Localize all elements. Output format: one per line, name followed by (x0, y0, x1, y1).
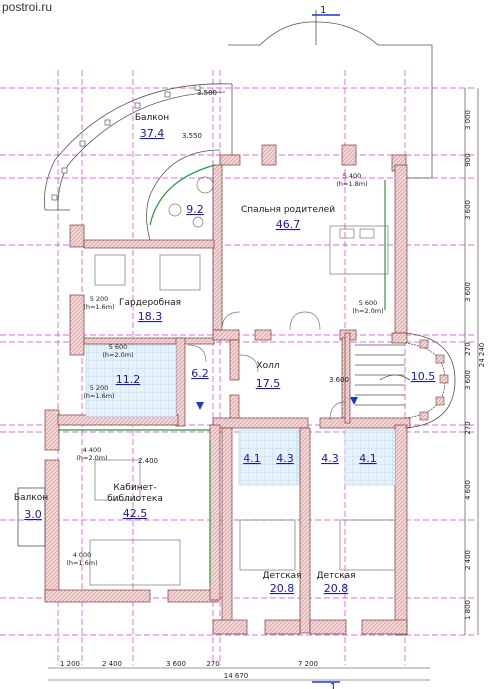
room-name: Балкон (14, 493, 48, 503)
inner-dimension: 3.550 (182, 132, 202, 140)
window-accents (58, 164, 386, 585)
height-value: (h=2.0m) (102, 351, 133, 359)
blue-arrows (196, 397, 358, 410)
height-size: 4 400 (83, 446, 102, 454)
right-dimension: 3 600 (464, 282, 472, 302)
right-dimension: 2 400 (464, 550, 472, 570)
height-size: 5 200 (90, 295, 109, 303)
bottom-dimension: 270 (206, 660, 219, 668)
room-area: 11.2 (116, 373, 141, 386)
room-name: Балкон (135, 113, 169, 123)
balcony-curve (44, 83, 233, 241)
room-name: Кабинет- (113, 483, 156, 493)
room-name: Холл (256, 361, 279, 371)
height-value: (h=1.6m) (83, 392, 114, 400)
right-dimension: 270 (464, 421, 472, 434)
small-balcony (17, 487, 46, 547)
right-dimension: 1 800 (464, 600, 472, 620)
height-size: 5 200 (90, 384, 109, 392)
inner-dimension: 3.500 (197, 89, 217, 97)
total-width: 14 670 (224, 672, 249, 680)
bottom-dimension: 2 400 (102, 660, 122, 668)
stair-posts (419, 339, 449, 421)
room-area: 10.5 (411, 370, 436, 383)
cabinet-line2: библиотека (107, 494, 163, 504)
bottom-dimension: 3 600 (166, 660, 186, 668)
room-area: 4.1 (243, 452, 261, 465)
dimension-lines (48, 88, 479, 681)
section-markers (312, 14, 340, 683)
height-value: (h=2.0m) (352, 307, 383, 315)
room-name: Детская (262, 571, 301, 581)
right-dimension: 900 (464, 153, 472, 166)
height-notes: 5 400(h=1.8m)5 200(h=1.6m)5 600(h=2.0m)5… (66, 172, 383, 567)
right-dimension: 4 600 (464, 480, 472, 500)
right-dimension: 3 600 (464, 200, 472, 220)
height-size: 5 400 (343, 172, 362, 180)
height-size: 5 600 (109, 343, 128, 351)
total-height: 24 240 (478, 343, 486, 368)
room-name: Детская (316, 571, 355, 581)
balcony-posts (51, 84, 201, 201)
room-area: 6.2 (191, 367, 209, 380)
height-value: (h=1.8m) (336, 180, 367, 188)
room-labels: Балкон 37.4 9.2 Спальня родителей 46.7Гардер… (14, 113, 435, 595)
room-area: 3.0 (24, 508, 42, 521)
furniture (89, 176, 396, 586)
room-area: 4.3 (321, 452, 339, 465)
inner-dimension: 3.600 (329, 376, 349, 384)
room-area: 46.7 (276, 218, 301, 231)
bottom-dimension: 1 200 (60, 660, 80, 668)
doors (187, 311, 346, 421)
room-area: 4.1 (359, 452, 377, 465)
room-area: 20.8 (270, 582, 295, 595)
bay-window-outline (228, 10, 433, 179)
spiral-stair (355, 332, 456, 429)
height-value: (h=1.6m) (83, 303, 114, 311)
section-label-top: 1 (320, 5, 326, 16)
room-area: 18.3 (138, 310, 163, 323)
room-area: 4.3 (276, 452, 294, 465)
room-area: 20.8 (324, 582, 349, 595)
walls (44, 144, 411, 636)
inner-dimension: 2.400 (138, 457, 158, 465)
bottom-dimension: 7 200 (298, 660, 318, 668)
room-area: 42.5 (123, 507, 148, 520)
height-size: 5 600 (359, 299, 378, 307)
room-area: 37.4 (140, 127, 165, 140)
room-name: Спальня родителей (241, 205, 335, 215)
height-value: (h=2.0m) (76, 454, 107, 462)
inner-dims: 3.500 3.550 3.600 2.400 (138, 89, 349, 465)
room-area: 17.5 (256, 377, 281, 390)
right-dimension: 270 (464, 342, 472, 355)
right-dimension: 3 600 (464, 370, 472, 390)
bottom-dims: 1 200 2 400 3 600 270 7 200 (60, 660, 318, 668)
right-dims: 3 000 900 3 600 3 600 270 3 600 270 4 600 2 400 1… (464, 110, 472, 620)
tiled-floors (85, 344, 396, 486)
height-size: 4 000 (73, 551, 92, 559)
height-value: (h=1.6m) (66, 559, 97, 567)
room-area: 9.2 (186, 203, 204, 216)
site-watermark: postroi.ru (2, 0, 53, 14)
section-label-bottom: 1 (330, 682, 336, 689)
room-name: Гардеробная (119, 298, 181, 308)
right-dimension: 3 000 (464, 110, 472, 130)
